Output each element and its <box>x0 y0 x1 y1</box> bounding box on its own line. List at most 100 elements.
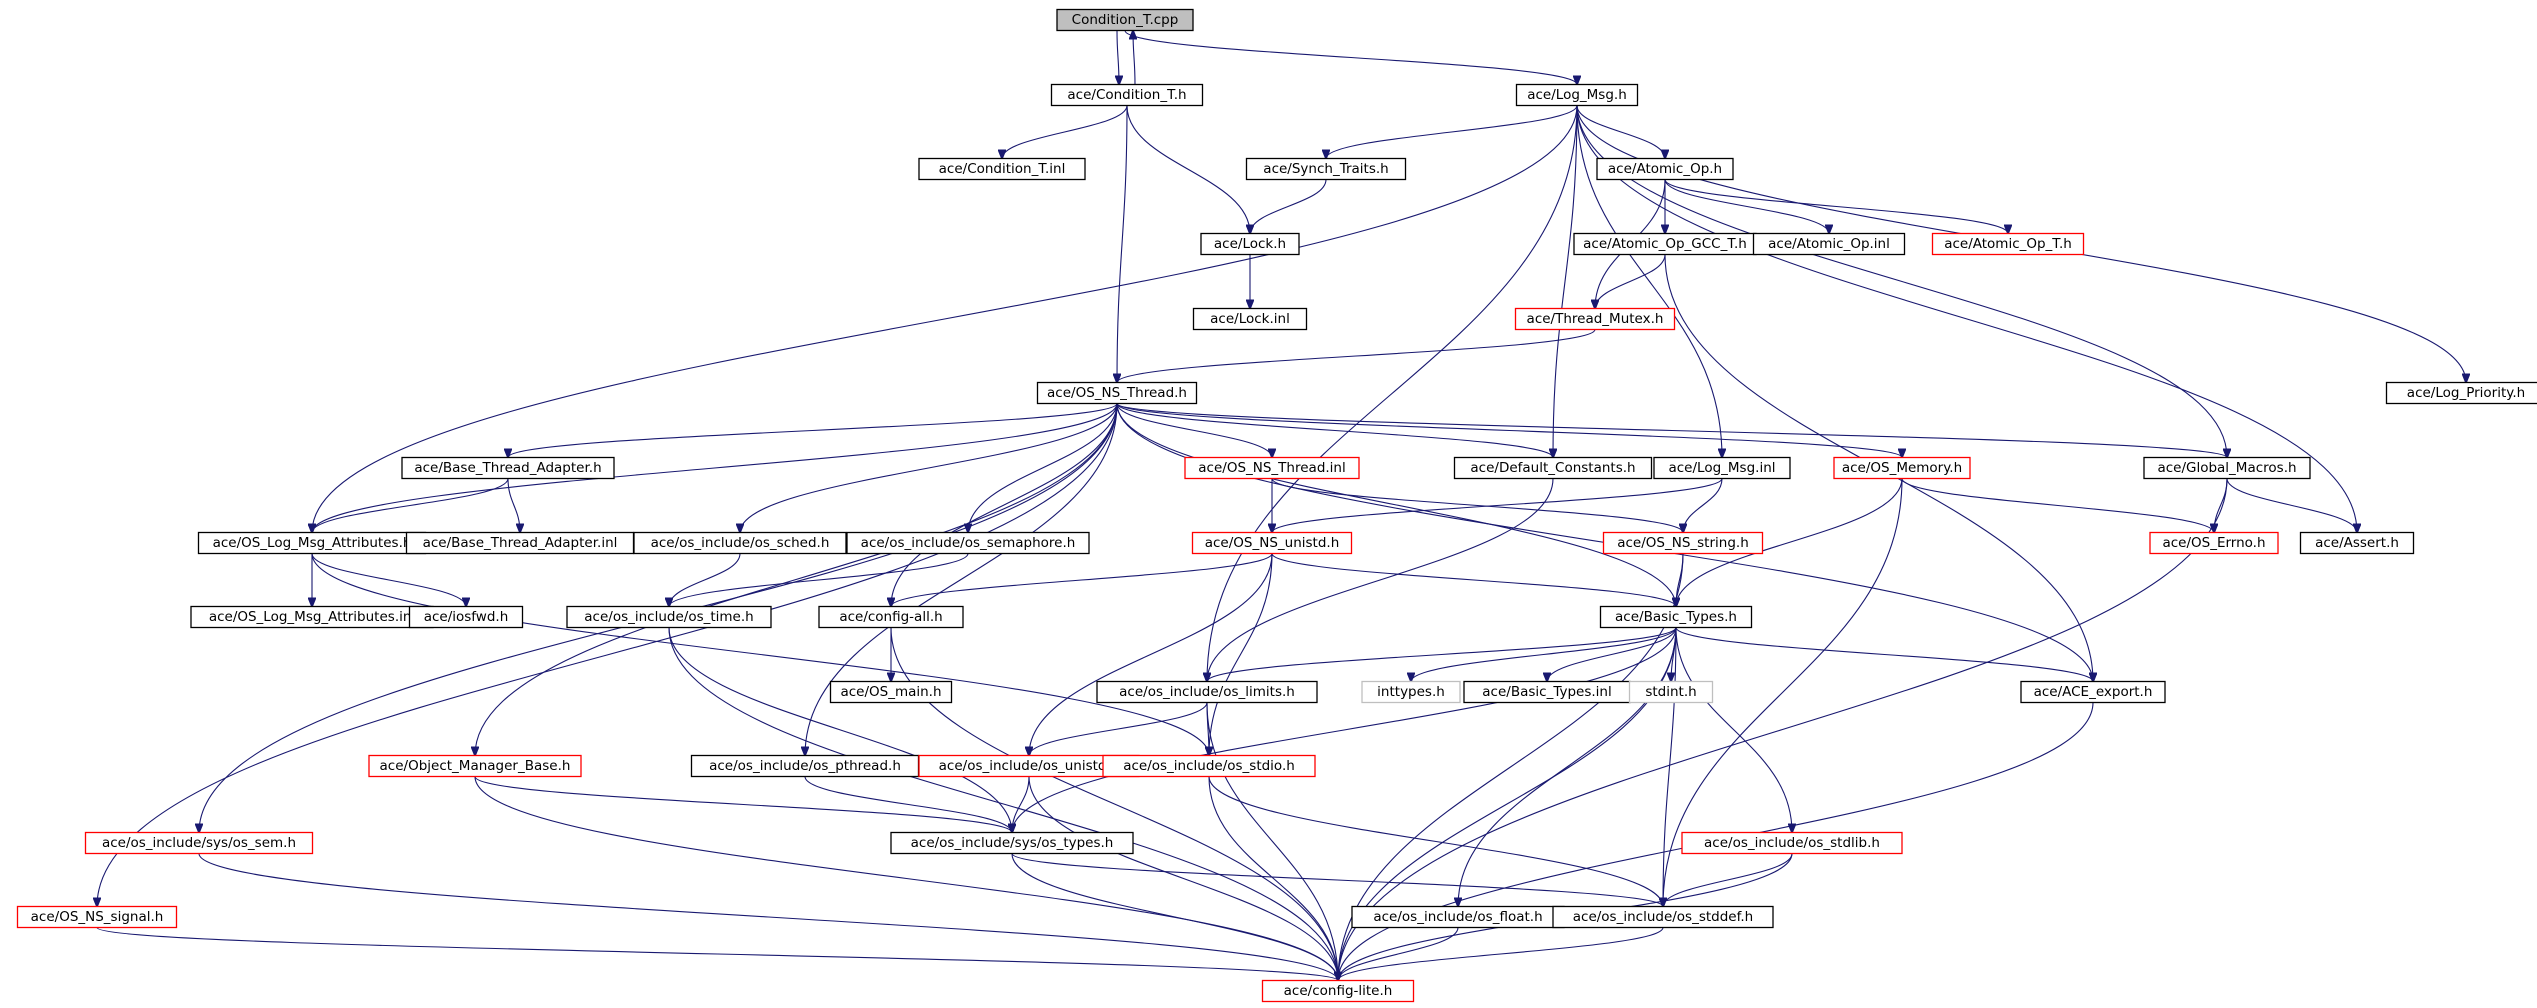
node-ace-atomic-op-gcc-t-h[interactable]: ace/Atomic_Op_GCC_T.h <box>1573 232 1757 256</box>
node-ace-lock-inl[interactable]: ace/Lock.inl <box>1192 307 1308 331</box>
edge-n2-to-n34 <box>1207 105 1578 682</box>
edge-n12-to-n39 <box>475 403 1118 756</box>
node-ace-os-include-sys-os-types-h[interactable]: ace/os_include/sys/os_types.h <box>890 831 1134 855</box>
edge-n42-to-n48 <box>1208 776 1663 907</box>
edge-n32-to-n38 <box>1675 627 2093 682</box>
node-ace-atomic-op-h[interactable]: ace/Atomic_Op.h <box>1596 157 1734 181</box>
node-box <box>1653 456 1791 480</box>
node-ace-synch-traits-h[interactable]: ace/Synch_Traits.h <box>1245 157 1407 181</box>
node-label: ace/ACE_export.h <box>2034 684 2153 700</box>
edge-n11-to-n12 <box>1117 329 1596 383</box>
node-ace-os-include-os-stddef-h[interactable]: ace/os_include/os_stddef.h <box>1552 905 1774 929</box>
edge-n12-to-n14 <box>508 403 1118 458</box>
node-ace-os-ns-string-h[interactable]: ace/OS_NS_string.h <box>1602 531 1764 555</box>
node-ace-os-include-os-limits-h[interactable]: ace/os_include/os_limits.h <box>1096 680 1318 704</box>
node-ace-os-ns-unistd-h[interactable]: ace/OS_NS_unistd.h <box>1191 531 1353 555</box>
node-label: ace/os_include/os_unistd.h <box>939 758 1120 774</box>
node-box <box>1599 605 1753 629</box>
node-ace-basic-types-h[interactable]: ace/Basic_Types.h <box>1599 605 1753 629</box>
edge-n34-to-n41 <box>1029 702 1208 756</box>
node-stdint-h[interactable]: stdint.h <box>1628 680 1714 704</box>
node-box <box>1261 979 1415 1003</box>
node-ace-os-ns-thread-inl[interactable]: ace/OS_NS_Thread.inl <box>1184 456 1360 480</box>
node-ace-os-log-msg-attributes-inl[interactable]: ace/OS_Log_Msg_Attributes.inl <box>190 605 434 629</box>
node-ace-config-lite-h[interactable]: ace/config-lite.h <box>1261 979 1415 1003</box>
node-box <box>1833 456 1971 480</box>
node-label: ace/Base_Thread_Adapter.inl <box>423 535 618 551</box>
node-label: ace/Log_Priority.h <box>2407 385 2525 401</box>
node-ace-thread-mutex-h[interactable]: ace/Thread_Mutex.h <box>1514 307 1676 331</box>
node-ace-condition-t-inl[interactable]: ace/Condition_T.inl <box>918 157 1086 181</box>
node-ace-condition-t-h[interactable]: ace/Condition_T.h <box>1050 83 1204 107</box>
node-box <box>1184 456 1360 480</box>
edge-n48-to-n49 <box>1338 927 1664 981</box>
node-ace-os-include-os-time-h[interactable]: ace/os_include/os_time.h <box>566 605 772 629</box>
node-ace-base-thread-adapter-inl[interactable]: ace/Base_Thread_Adapter.inl <box>405 531 635 555</box>
node-label: ace/Synch_Traits.h <box>1263 161 1388 177</box>
node-ace-config-all-h[interactable]: ace/config-all.h <box>818 605 964 629</box>
edge-n41-to-n44 <box>1012 776 1030 833</box>
node-ace-log-msg-inl[interactable]: ace/Log_Msg.inl <box>1653 456 1791 480</box>
node-box <box>1931 232 2085 256</box>
node-label: ace/config-lite.h <box>1284 983 1393 999</box>
node-ace-global-macros-h[interactable]: ace/Global_Macros.h <box>2143 456 2311 480</box>
node-ace-os-include-os-semaphore-h[interactable]: ace/os_include/os_semaphore.h <box>846 531 1090 555</box>
node-ace-os-ns-signal-h[interactable]: ace/OS_NS_signal.h <box>16 905 178 929</box>
node-box <box>1102 754 1316 778</box>
node-ace-log-priority-h[interactable]: ace/Log_Priority.h <box>2385 381 2537 405</box>
node-ace-log-msg-h[interactable]: ace/Log_Msg.h <box>1515 83 1639 107</box>
node-inttypes-h[interactable]: inttypes.h <box>1361 680 1461 704</box>
edge-n32-to-n36 <box>1547 627 1677 682</box>
edge-n5-to-n8 <box>1664 179 1829 234</box>
edge-n12-to-n40 <box>805 403 1118 756</box>
edge-n32-to-n34 <box>1207 627 1677 682</box>
node-ace-os-include-os-sched-h[interactable]: ace/os_include/os_sched.h <box>633 531 847 555</box>
node-condition-t-cpp[interactable]: Condition_T.cpp <box>1056 8 1194 32</box>
node-ace-base-thread-adapter-h[interactable]: ace/Base_Thread_Adapter.h <box>401 456 615 480</box>
node-ace-os-main-h[interactable]: ace/OS_main.h <box>829 680 953 704</box>
node-box <box>1552 905 1774 929</box>
node-ace-os-errno-h[interactable]: ace/OS_Errno.h <box>2149 531 2279 555</box>
node-ace-assert-h[interactable]: ace/Assert.h <box>2299 531 2415 555</box>
edge-n14-to-n20 <box>312 478 509 533</box>
edge-n42-to-n49 <box>1208 776 1338 981</box>
node-ace-os-log-msg-attributes-h[interactable]: ace/OS_Log_Msg_Attributes.h <box>197 531 427 555</box>
node-ace-atomic-op-inl[interactable]: ace/Atomic_Op.inl <box>1752 232 1906 256</box>
edge-n12-to-n16 <box>1116 403 1553 458</box>
node-box <box>368 754 582 778</box>
node-label: ace/os_include/os_semaphore.h <box>861 535 1076 551</box>
edge-n0-to-n1 <box>1117 30 1119 85</box>
edge-n5-to-n9 <box>1664 179 2008 234</box>
node-label: ace/os_include/os_float.h <box>1373 909 1542 925</box>
edge-n2-to-n16 <box>1553 105 1578 458</box>
node-box <box>84 831 314 855</box>
node-box <box>2143 456 2311 480</box>
node-label: ace/Base_Thread_Adapter.h <box>414 460 601 476</box>
node-ace-os-include-os-unistd-h[interactable]: ace/os_include/os_unistd.h <box>918 754 1140 778</box>
node-ace-os-include-os-pthread-h[interactable]: ace/os_include/os_pthread.h <box>690 754 920 778</box>
node-ace-ace-export-h[interactable]: ace/ACE_export.h <box>2020 680 2166 704</box>
node-ace-os-include-os-stdio-h[interactable]: ace/os_include/os_stdio.h <box>1102 754 1316 778</box>
edge-n34-to-n49 <box>1206 702 1338 981</box>
node-ace-atomic-op-t-h[interactable]: ace/Atomic_Op_T.h <box>1931 232 2085 256</box>
node-label: ace/os_include/os_limits.h <box>1119 684 1295 700</box>
edge-n1-to-n12 <box>1117 105 1128 383</box>
node-ace-os-include-os-float-h[interactable]: ace/os_include/os_float.h <box>1351 905 1565 929</box>
node-box <box>1602 531 1764 555</box>
node-label: ace/os_include/os_sched.h <box>651 535 830 551</box>
node-ace-os-memory-h[interactable]: ace/OS_Memory.h <box>1833 456 1971 480</box>
node-ace-basic-types-inl[interactable]: ace/Basic_Types.inl <box>1463 680 1631 704</box>
node-ace-os-ns-thread-h[interactable]: ace/OS_NS_Thread.h <box>1036 381 1198 405</box>
node-ace-object-manager-base-h[interactable]: ace/Object_Manager_Base.h <box>368 754 582 778</box>
node-label: ace/Basic_Types.inl <box>1482 684 1611 700</box>
node-box <box>2385 381 2537 405</box>
node-ace-lock-h[interactable]: ace/Lock.h <box>1200 232 1300 256</box>
node-ace-iosfwd-h[interactable]: ace/iosfwd.h <box>408 605 524 629</box>
node-box <box>1596 157 1734 181</box>
edge-n17-to-n24 <box>1272 478 1723 533</box>
node-ace-default-constants-h[interactable]: ace/Default_Constants.h <box>1453 456 1653 480</box>
node-box <box>1056 8 1194 32</box>
node-ace-os-include-sys-os-sem-h[interactable]: ace/os_include/sys/os_sem.h <box>84 831 314 855</box>
node-ace-os-include-os-stdlib-h[interactable]: ace/os_include/os_stdlib.h <box>1681 831 1903 855</box>
node-box <box>2149 531 2279 555</box>
